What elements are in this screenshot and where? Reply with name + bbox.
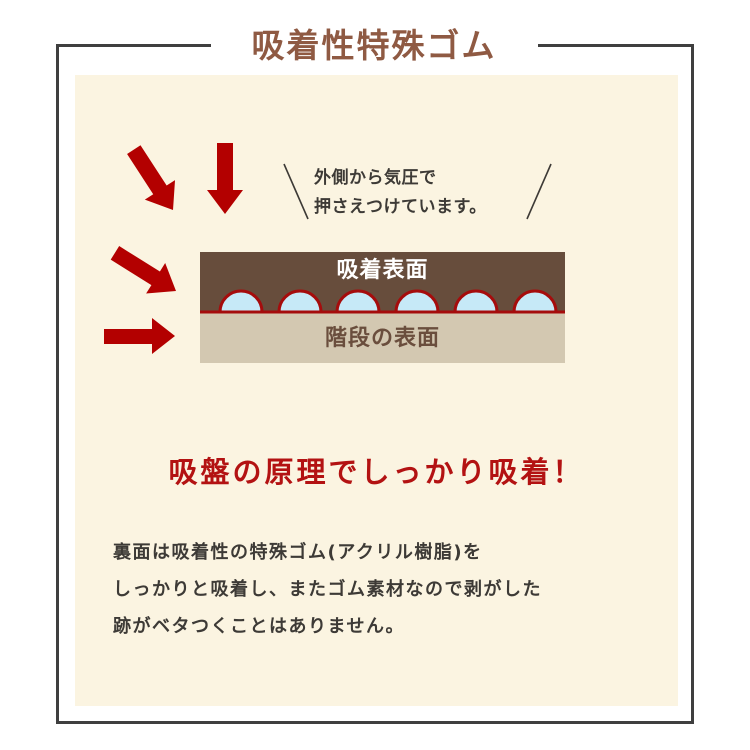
frame-bottom: [56, 721, 694, 724]
adhesive-surface-label: 吸着表面: [336, 258, 429, 283]
arrow-right-icon: [104, 318, 175, 354]
description-line: 裏面は吸着性の特殊ゴム(アクリル樹脂)を: [113, 542, 483, 563]
arrow-down-right-icon: [127, 145, 176, 210]
callout-right-slash: [526, 163, 552, 220]
arrow-down-icon: [207, 143, 243, 214]
stair-surface-label: 階段の表面: [324, 326, 440, 351]
frame-left: [56, 44, 59, 724]
section-title: 吸着性特殊ゴム: [251, 26, 497, 65]
headline: 吸盤の原理でしっかり吸着！: [168, 455, 585, 489]
frame-top-left: [56, 44, 211, 47]
content-panel: [75, 75, 678, 706]
stair-surface: [200, 313, 565, 363]
air-pressure-callout: 外側から気圧で 押さえつけています。: [314, 164, 487, 222]
frame-top-right: [538, 44, 694, 47]
callout-line: 外側から気圧で: [314, 168, 437, 188]
suction-cups: [218, 289, 558, 314]
arrow-down-right-icon: [110, 246, 176, 294]
description: 裏面は吸着性の特殊ゴム(アクリル樹脂)を しっかりと吸着し、またゴム素材なので剥…: [113, 534, 653, 645]
description-line: しっかりと吸着し、またゴム素材なので剥がした: [113, 579, 542, 600]
description-line: 跡がベタつくことはありません。: [113, 616, 405, 637]
callout-line: 押さえつけています。: [314, 197, 487, 217]
callout-left-slash: [283, 163, 309, 220]
frame-right: [691, 44, 694, 724]
